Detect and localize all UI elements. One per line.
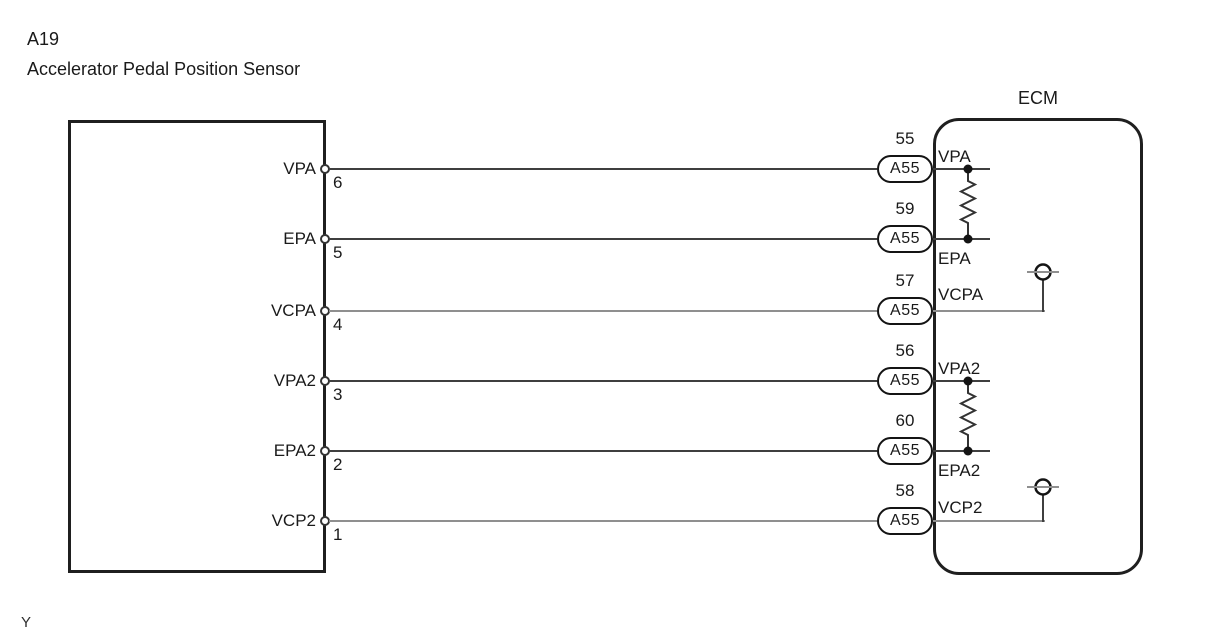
wire-epa2 <box>329 450 877 452</box>
ecm-signal-label-vcp2: VCP2 <box>938 498 983 517</box>
connector-badge-a55: A55 <box>877 437 933 465</box>
sensor-pin-number: 4 <box>333 315 343 334</box>
wire-vcp2 <box>329 520 877 522</box>
page-index-label: Y <box>21 614 32 631</box>
ecm-signal-label-vpa: VPA <box>938 147 971 166</box>
sensor-pin-label-epa2: EPA2 <box>273 441 316 460</box>
ecm-label: ECM <box>1018 88 1058 108</box>
junction-dot <box>963 164 973 174</box>
sensor-pin-label-vcp2: VCP2 <box>271 511 316 530</box>
ecm-stub-vpa <box>933 168 990 170</box>
ecm-pin-number: 58 <box>895 481 915 500</box>
ecm-signal-label-epa2: EPA2 <box>938 461 981 480</box>
wire-vpa <box>329 168 877 170</box>
ecm-pin-number: 56 <box>895 341 915 360</box>
ecm-signal-label-vpa2: VPA2 <box>938 359 981 378</box>
sensor-pin-label-vcpa: VCPA <box>270 301 316 320</box>
ecm-signal-label-vcpa: VCPA <box>938 285 984 304</box>
ecm-stub-epa <box>933 238 990 240</box>
sensor-pin-label-vpa: VPA <box>283 159 316 178</box>
sensor-pin-label-vpa2: VPA2 <box>273 371 316 390</box>
wire-vcpa <box>329 310 877 312</box>
component-name-label: Accelerator Pedal Position Sensor <box>27 59 301 79</box>
component-id-label: A19 <box>27 29 60 49</box>
sensor-pin-number: 1 <box>333 525 343 544</box>
sensor-pin-number: 3 <box>333 385 343 404</box>
sensor-pin-number: 5 <box>333 243 343 262</box>
sensor-pin-label-epa: EPA <box>283 229 316 248</box>
junction-dot <box>963 376 973 386</box>
ecm-pin-number: 55 <box>895 129 915 148</box>
connector-badge-a55: A55 <box>877 297 933 325</box>
sensor-box <box>68 120 326 573</box>
connector-badge-a55: A55 <box>877 155 933 183</box>
resistor-icon <box>958 164 978 244</box>
ecm-stub-vpa2 <box>933 380 990 382</box>
power-terminal-icon <box>1027 478 1059 522</box>
ecm-stub-epa2 <box>933 450 990 452</box>
ecm-stub-vcpa <box>933 310 1045 312</box>
resistor-icon <box>958 376 978 456</box>
ecm-pin-number: 59 <box>895 199 915 218</box>
wire-vpa2 <box>329 380 877 382</box>
connector-badge-a55: A55 <box>877 507 933 535</box>
connector-badge-a55: A55 <box>877 367 933 395</box>
ecm-signal-label-epa: EPA <box>938 249 971 268</box>
sensor-pin-number: 2 <box>333 455 343 474</box>
ecm-pin-number: 57 <box>895 271 915 290</box>
junction-dot <box>963 234 973 244</box>
sensor-pin-number: 6 <box>333 173 343 192</box>
component-title: A19 Accelerator Pedal Position Sensor <box>27 24 300 84</box>
ecm-pin-number: 60 <box>895 411 915 430</box>
connector-badge-a55: A55 <box>877 225 933 253</box>
power-terminal-icon <box>1027 263 1059 312</box>
ecm-stub-vcp2 <box>933 520 1045 522</box>
wire-epa <box>329 238 877 240</box>
junction-dot <box>963 446 973 456</box>
ecm-box <box>933 118 1143 575</box>
